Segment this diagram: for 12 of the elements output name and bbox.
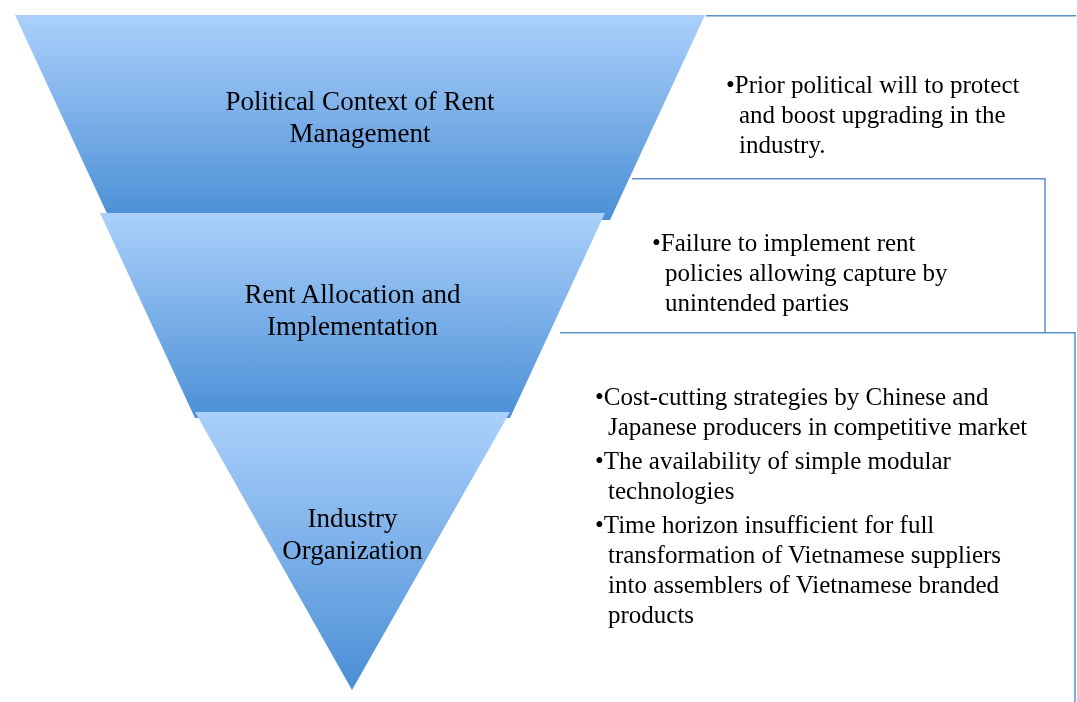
text-panel xyxy=(632,178,1046,332)
funnel-segment xyxy=(15,15,705,220)
stage-label: Industry Organization xyxy=(281,502,424,566)
bullet-text: •The availability of simple modular technologies xyxy=(595,446,952,506)
funnel-segment xyxy=(195,412,510,690)
stage-label: Political Context of Rent Management xyxy=(224,85,496,149)
bullet-text: •Cost-cutting strategies by Chinese and Japanese producers in competitive market xyxy=(595,382,1029,442)
stage-label: Rent Allocation and Implementation xyxy=(243,278,462,342)
bullet-text: •Time horizon insufficient for full transformation of Vietnamese suppliers into assemblers of Vietnamese branded products xyxy=(595,510,1003,630)
text-panel xyxy=(560,332,1076,702)
bullet-text: •Failure to implement rent policies allowing capture by unintended parties xyxy=(652,228,949,318)
bullet-text: •Prior political will to protect and boost upgrading in the industry. xyxy=(726,70,1021,160)
